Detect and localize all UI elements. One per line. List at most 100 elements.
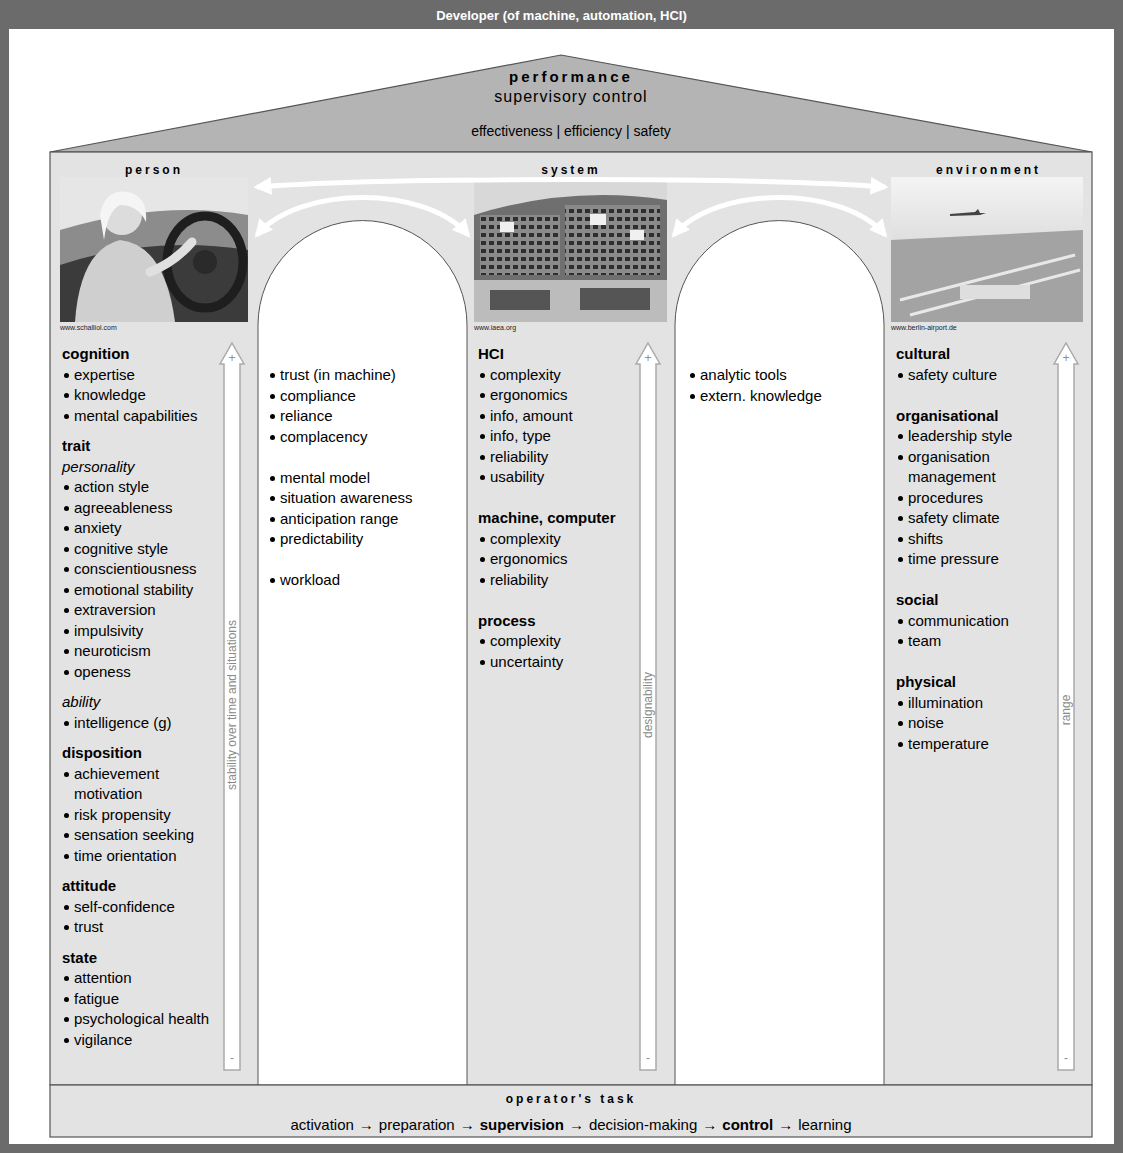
scale-label: range: [1059, 695, 1073, 726]
bullet-dot: [64, 414, 69, 419]
relation-arrow: [257, 198, 468, 236]
factor-item: usability: [490, 467, 544, 488]
band-title: operator's task: [506, 1092, 637, 1106]
bullet-dot: [64, 1017, 69, 1022]
factor-item: uncertainty: [490, 652, 563, 673]
bullet-row: info, amount: [478, 406, 670, 427]
factor-item: anxiety: [74, 518, 122, 539]
factor-item: fatigue: [74, 989, 119, 1010]
bullet-row: conscientiousness: [62, 559, 253, 580]
factor-item: trust (in machine): [280, 365, 396, 386]
bullet-dot: [64, 547, 69, 552]
factor-item: communication: [908, 611, 1009, 632]
bullet-row: impulsivity: [62, 621, 253, 642]
bullet-dot: [64, 813, 69, 818]
bullet-row: sensation seeking: [62, 825, 253, 846]
scale-sign: +: [1062, 352, 1069, 364]
factor-item: temperature: [908, 734, 989, 755]
pillar-title: system: [541, 163, 600, 177]
pillar-list: cognitionexpertiseknowledgemental capabi…: [62, 344, 253, 1050]
bullet-dot: [270, 496, 275, 501]
bullet-row: trust: [62, 917, 253, 938]
bullet-dot: [64, 588, 69, 593]
photo-credit: www.schalliol.com: [60, 323, 117, 332]
bullet-dot: [480, 660, 485, 665]
bullet-row: neuroticism: [62, 641, 253, 662]
factor-subgroup: ability: [62, 692, 253, 713]
bullet-dot: [480, 393, 485, 398]
factor-item: cognitive style: [74, 539, 168, 560]
pillar-title: environment: [936, 163, 1041, 177]
bullet-row: risk propensity: [62, 805, 253, 826]
environment-pillar: environment culturalsafety cultureorganis…: [885, 153, 1092, 1085]
roof-text: performancesupervisory controleffectiven…: [50, 55, 1092, 141]
factor-item: intelligence (g): [74, 713, 172, 734]
factor-item: shifts: [908, 529, 943, 550]
factor-item: achievement motivation: [74, 764, 214, 805]
task-step: decision-making: [589, 1115, 697, 1135]
bullet-row: ergonomics: [478, 385, 670, 406]
scale-label: designability: [641, 672, 655, 738]
factor-group: attitude: [62, 876, 253, 897]
bullet-dot: [64, 721, 69, 726]
airport-photo: [891, 177, 1083, 322]
frame-header: Developer (of machine, automation, HCI): [0, 6, 1123, 24]
factor-item: mental capabilities: [74, 406, 197, 427]
label-holder: -: [1064, 1052, 1068, 1064]
bullet-row: compliance: [268, 386, 463, 407]
bullet-dot: [64, 976, 69, 981]
photo-credit: www.berlin-airport.de: [891, 323, 957, 332]
factor-item: info, amount: [490, 406, 573, 427]
bullet-dot: [64, 629, 69, 634]
bullet-dot: [898, 721, 903, 726]
bullet-row: usability: [478, 467, 670, 488]
bullet-dot: [898, 701, 903, 706]
factor-group: physical: [896, 672, 1088, 693]
factor-subgroup: personality: [62, 457, 253, 478]
factor-item: sensation seeking: [74, 825, 194, 846]
bullet-row: uncertainty: [478, 652, 670, 673]
bullet-dot: [64, 833, 69, 838]
bullet-row: expertise: [62, 365, 253, 386]
pillar-list: culturalsafety cultureorganisationallead…: [896, 344, 1088, 754]
factor-item: reliability: [490, 570, 548, 591]
factor-item: organisation management: [908, 447, 1048, 488]
bullet-row: predictability: [268, 529, 463, 550]
bullet-row: reliability: [478, 447, 670, 468]
bullet-dot: [898, 455, 903, 460]
bullet-dot: [270, 517, 275, 522]
factor-group: process: [478, 611, 670, 632]
factor-item: risk propensity: [74, 805, 171, 826]
bullet-dot: [690, 394, 695, 399]
factor-item: situation awareness: [280, 488, 413, 509]
task-band-ground: [50, 1085, 1092, 1137]
support-arch: analytic toolsextern. knowledge: [675, 217, 884, 1085]
factor-item: illumination: [908, 693, 983, 714]
label-holder: www.berlin-airport.de: [891, 323, 957, 332]
factor-item: anticipation range: [280, 509, 398, 530]
factor-item: safety climate: [908, 508, 1000, 529]
inner-ground: [9, 29, 1114, 1144]
factor-item: self-confidence: [74, 897, 175, 918]
label-holder: range: [1059, 695, 1073, 726]
factor-item: extern. knowledge: [700, 386, 822, 407]
bullet-row: analytic tools: [688, 365, 880, 386]
frame-title: Developer (of machine, automation, HCI): [436, 8, 687, 24]
factor-item: agreeableness: [74, 498, 172, 519]
bullet-row: procedures: [896, 488, 1088, 509]
label-holder: www.iaea.org: [474, 323, 516, 332]
factor-item: predictability: [280, 529, 363, 550]
bullet-row: achievement motivation: [62, 764, 253, 805]
pillar-list: trust (in machine)compliancereliancecomp…: [268, 365, 463, 591]
factor-item: complexity: [490, 529, 561, 550]
bullet-dot: [64, 670, 69, 675]
bullet-dot: [480, 639, 485, 644]
factor-item: time orientation: [74, 846, 177, 867]
factor-group: state: [62, 948, 253, 969]
bullet-dot: [898, 516, 903, 521]
bullet-row: time pressure: [896, 549, 1088, 570]
sequence-arrow: →: [460, 1115, 475, 1135]
bullet-dot: [480, 434, 485, 439]
bullet-row: organisation management: [896, 447, 1088, 488]
